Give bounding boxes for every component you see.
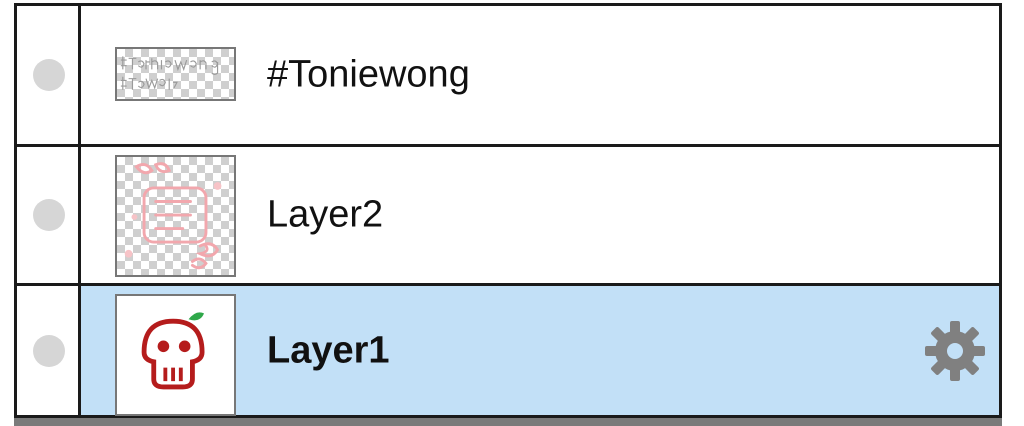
layer-name[interactable]: Layer1 (267, 329, 390, 371)
layer-main[interactable]: Layer2 (81, 147, 999, 283)
layer-row[interactable]: #Toniewong (17, 6, 999, 144)
text-thumbnail-graphic (120, 56, 219, 90)
visibility-toggle[interactable] (17, 6, 81, 144)
visibility-dot-icon[interactable] (33, 334, 65, 367)
visibility-dot-icon[interactable] (33, 199, 65, 231)
layer-name[interactable]: Layer2 (267, 193, 384, 236)
visibility-toggle[interactable] (17, 147, 81, 283)
visibility-dot-icon[interactable] (33, 59, 65, 91)
layer-name[interactable]: #Toniewong (267, 53, 470, 96)
visibility-toggle[interactable] (17, 286, 81, 415)
panel-bottom-bar (14, 418, 1002, 426)
pink-sketch-thumbnail-graphic (124, 162, 222, 270)
layer-thumbnail (115, 155, 236, 277)
mushroom-thumbnail-graphic (141, 312, 205, 390)
layer-row-selected[interactable]: Layer1 (17, 283, 999, 416)
layer-row[interactable]: Layer2 (17, 144, 999, 283)
gear-icon[interactable] (923, 319, 987, 383)
layer-thumbnail (115, 47, 236, 101)
layer-main[interactable]: Layer1 (81, 286, 999, 416)
layers-panel: #Toniewong (14, 3, 1002, 418)
layer-main[interactable]: #Toniewong (81, 6, 999, 144)
layer-thumbnail (115, 294, 236, 416)
